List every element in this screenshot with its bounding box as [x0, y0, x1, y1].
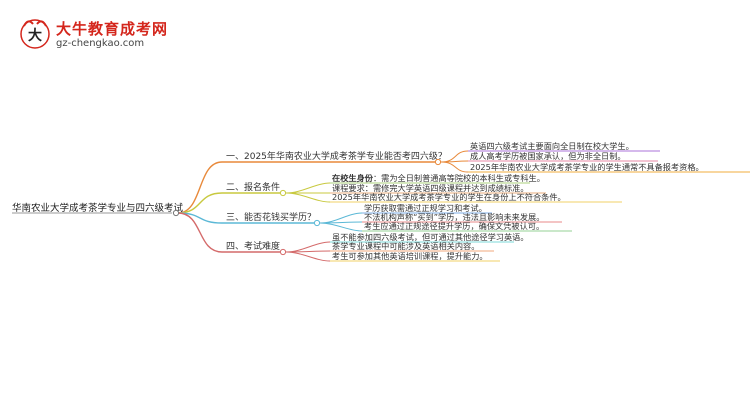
leaf-label-text: 学历获取需通过正规学习和考试。 [364, 203, 487, 213]
leaf-label-text: 虽不能参加四六级考试，但可通过其他途径学习英语。 [332, 232, 529, 242]
leaf-edge [319, 222, 363, 232]
leaf-label-text: 成人高考学历被国家承认，但为非全日制。 [470, 151, 626, 161]
mindmap-edges [177, 150, 750, 262]
leaf-edge [285, 182, 331, 194]
branch-label: 四、考试难度 [226, 240, 280, 252]
branch-connector-dot [279, 189, 287, 197]
leaf-label: 虽不能参加四六级考试，但可通过其他途径学习英语。 [332, 232, 529, 242]
leaf-label-text: 考生可参加其他英语培训课程，提升能力。 [332, 251, 488, 261]
brand-title: 大牛教育成考网 [56, 20, 169, 38]
leaf-label: 学历获取需通过正规学习和考试。 [364, 203, 487, 213]
leaf-label-text: 2025年华南农业大学成考茶学专业的学生通常不具备报考资格。 [470, 162, 704, 172]
leaf-edge [440, 161, 469, 173]
branch-connector-dot [313, 219, 321, 227]
leaf-label-text: 2025年华南农业大学成考茶学专业的学生在身份上不符合条件。 [332, 192, 566, 202]
branch-edge [177, 212, 223, 253]
leaf-label: 不法机构声称“买到”学历，违法且影响未来发展。 [364, 212, 544, 222]
leaf-label-text: 英语四六级考试主要面向全日制在校大学生。 [470, 141, 634, 151]
leaf-label: 考生可参加其他英语培训课程，提升能力。 [332, 251, 488, 261]
leaf-edge [285, 192, 331, 203]
leaf-label: 考生应通过正规途径提升学历，确保文凭被认可。 [364, 221, 544, 231]
leaf-label: 在校生身份：需为全日制普通高等院校的本科生或专科生。 [332, 173, 545, 183]
leaf-label: 英语四六级考试主要面向全日制在校大学生。 [470, 141, 634, 151]
root-node-label: 华南农业大学成考茶学专业与四六级考试 [12, 202, 184, 214]
leaf-edge [285, 241, 331, 253]
root-connector-dot [172, 209, 180, 217]
branch-connector-dot [279, 248, 287, 256]
mindmap-nodes: 华南农业大学成考茶学专业与四六级考试 一、2025年华南农业大学成考茶学专业能否… [12, 141, 704, 261]
leaf-label: 成人高考学历被国家承认，但为非全日制。 [470, 151, 626, 161]
leaf-label: 2025年华南农业大学成考茶学专业的学生在身份上不符合条件。 [332, 192, 566, 202]
leaf-label-text: 考生应通过正规途径提升学历，确保文凭被认可。 [364, 221, 544, 231]
leaf-label-text: 不法机构声称“买到”学历，违法且影响未来发展。 [364, 212, 544, 222]
branch-label: 二、报名条件 [226, 181, 280, 193]
leaf-label-text: ：需为全日制普通高等院校的本科生或专科生。 [373, 173, 545, 183]
brand-url: gz-chengkao.com [56, 38, 145, 49]
leaf-label: 课程要求：需修完大学英语四级课程并达到成绩标准。 [332, 183, 529, 193]
leaf-label-text: 课程要求：需修完大学英语四级课程并达到成绩标准。 [332, 183, 529, 193]
svg-text:大: 大 [28, 27, 42, 44]
leaf-label: 2025年华南农业大学成考茶学专业的学生通常不具备报考资格。 [470, 162, 704, 172]
branch-edge [177, 192, 223, 214]
leaf-label-bold: 在校生身份 [332, 173, 374, 183]
branch-label: 一、2025年华南农业大学成考茶学专业能否考四六级？ [226, 150, 447, 162]
leaf-edge [285, 251, 331, 262]
leaf-label-text: 茶学专业课程中可能涉及英语相关内容。 [332, 241, 479, 251]
branch-edge [177, 161, 223, 214]
branch-connector-dot [434, 158, 442, 166]
bull-logo-icon: 大 [20, 19, 50, 49]
leaf-edge [319, 212, 363, 224]
leaf-label: 茶学专业课程中可能涉及英语相关内容。 [332, 241, 479, 251]
branch-label: 三、能否花钱买学历？ [226, 211, 316, 223]
